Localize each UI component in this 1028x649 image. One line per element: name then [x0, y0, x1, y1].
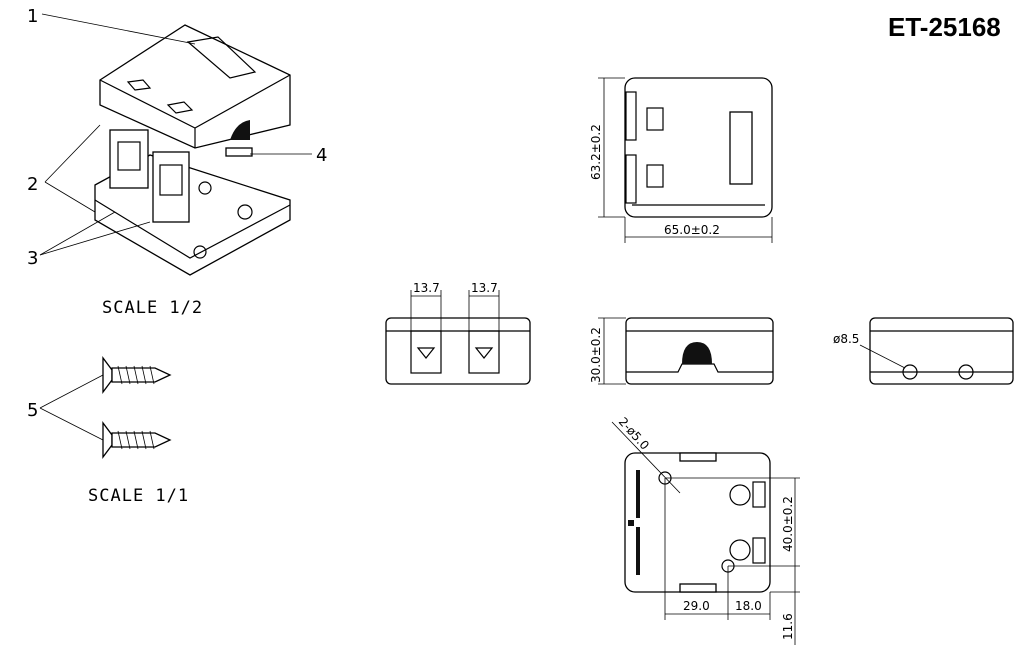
scale-label-assembly: SCALE 1/2: [102, 298, 203, 318]
dim-hole-offset-x2: 18.0: [735, 599, 762, 613]
scale-label-screws: SCALE 1/1: [88, 486, 189, 506]
dim-hole-spacing: 40.0±0.2: [781, 496, 795, 552]
screw-2: [102, 421, 172, 459]
label-window: [186, 36, 257, 79]
callout-1: 1: [27, 6, 38, 27]
part-number-title: ET-25168: [888, 12, 1001, 42]
dim-knockout-diameter: ø8.5: [833, 332, 859, 346]
callout-5: 5: [27, 400, 38, 421]
dim-port-width-2: 13.7: [471, 281, 498, 295]
dim-port-width-1: 13.7: [413, 281, 440, 295]
bottom-view: [611, 421, 800, 645]
cable-entry: [230, 120, 250, 140]
dim-top-height: 63.2±0.2: [589, 124, 603, 180]
dim-mount-holes: 2-ø5.0: [616, 415, 652, 453]
front-view: [385, 290, 531, 385]
top-view: [598, 77, 773, 243]
callout-4: 4: [316, 145, 327, 166]
screw-1: [102, 356, 172, 394]
callout-2: 2: [27, 174, 38, 195]
screws-view: [39, 356, 172, 459]
dim-hole-offset-y: 11.6: [781, 613, 795, 640]
callout-3: 3: [27, 248, 38, 269]
end-view: [859, 317, 1014, 385]
jack-2: [152, 151, 190, 223]
isometric-assembly-view: [39, 13, 312, 276]
dim-side-height: 30.0±0.2: [589, 327, 603, 383]
side-view: [598, 317, 774, 385]
jack-1: [109, 129, 149, 189]
dim-hole-offset-x: 29.0: [683, 599, 710, 613]
dim-top-width: 65.0±0.2: [664, 223, 720, 237]
cable-entry-knockout: [682, 342, 712, 364]
